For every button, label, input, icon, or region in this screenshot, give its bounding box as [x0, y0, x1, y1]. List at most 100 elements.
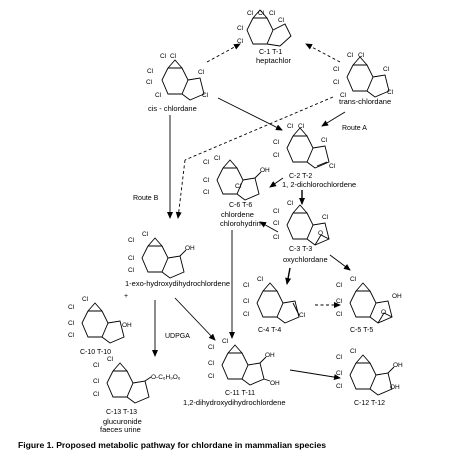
svg-text:Cl: Cl [243, 311, 250, 318]
arrow-oxychlordane-to-c5 [329, 254, 351, 271]
arrow-oxychlordane-to-chlorohydrin [259, 221, 279, 233]
svg-text:Cl: Cl [340, 92, 347, 99]
svg-text:Cl: Cl [147, 68, 154, 75]
svg-text:Cl: Cl [237, 25, 244, 32]
c13-excretion: faeces urine [100, 425, 141, 434]
svg-text:Cl: Cl [128, 255, 135, 262]
svg-text:OH: OH [393, 362, 403, 369]
c12-structure: Cl Cl Cl Cl OH OH [336, 348, 403, 396]
trans-chlordane-structure: Cl Cl Cl Cl Cl Cl Cl [333, 52, 394, 99]
figure-caption: Figure 1. Proposed metabolic pathway for… [18, 440, 326, 450]
c13-name: glucuronide [103, 417, 142, 426]
svg-text:Cl: Cl [222, 338, 229, 345]
svg-text:OH: OH [122, 322, 132, 329]
svg-text:Cl: Cl [333, 79, 340, 86]
svg-text:Cl: Cl [208, 344, 215, 351]
route-a-label: Route A [342, 125, 367, 132]
chlorohydrin-code: C-6 T-6 [229, 202, 252, 209]
svg-text:Cl: Cl [273, 234, 280, 241]
svg-text:Cl: Cl [68, 332, 75, 339]
svg-text:Cl: Cl [93, 378, 100, 385]
svg-text:OH: OH [185, 245, 195, 252]
hydroxydihydro-name: 1-exo-hydroxydihydrochlordene [125, 279, 230, 288]
svg-text:Cl: Cl [142, 231, 149, 238]
arrow-trans-to-hydroxy [184, 96, 334, 161]
c5-code: C-5 T-5 [350, 327, 373, 334]
svg-text:Cl: Cl [387, 89, 394, 96]
arrow-oxychlordane-to-c4 [285, 267, 292, 285]
svg-text:Cl: Cl [93, 362, 100, 369]
dihydroxydihydro-code: C-11 T-11 [225, 390, 255, 397]
svg-text:Cl: Cl [329, 163, 336, 170]
svg-text:Cl: Cl [350, 348, 357, 355]
udpga-label: UDPGA [165, 333, 190, 340]
svg-text:Cl: Cl [336, 298, 343, 305]
chlorohydrin-name-1: chlordene [221, 210, 254, 219]
c13-structure: Cl Cl Cl Cl O-C₆H₉O₆ [93, 356, 181, 404]
svg-text:Cl: Cl [257, 276, 264, 283]
svg-text:Cl: Cl [273, 220, 280, 227]
svg-text:Cl: Cl [235, 183, 242, 190]
route-b-label: Route B [133, 195, 159, 202]
oxychlordane-structure: Cl Cl Cl Cl Cl O [273, 200, 330, 246]
svg-text:Cl: Cl [170, 53, 177, 60]
plus-sign: + [124, 293, 128, 300]
svg-text:Cl: Cl [155, 92, 162, 99]
arrow-cis-to-heptachlor [206, 43, 241, 63]
heptachlor-structure: Cl Cl Cl Cl Cl Cl [237, 9, 292, 47]
oxychlordane-name: oxychlordane [283, 255, 328, 264]
trans-chlordane-name: trans-chlordane [339, 97, 391, 106]
arrow-hydroxy-to-dihydroxy [174, 297, 216, 341]
arrow-dichloro-to-chlorohydrin [269, 177, 284, 188]
c12-code: C-12 T-12 [354, 400, 385, 407]
arrow-trans-to-heptachlor [305, 43, 341, 63]
svg-text:Cl: Cl [202, 92, 209, 99]
svg-text:Cl: Cl [347, 52, 354, 59]
svg-text:Cl: Cl [237, 38, 244, 45]
svg-text:Cl: Cl [273, 152, 280, 159]
svg-text:Cl: Cl [273, 139, 280, 146]
svg-text:Cl: Cl [287, 123, 294, 130]
svg-text:Cl: Cl [68, 304, 75, 311]
svg-text:OH: OH [392, 293, 402, 300]
svg-text:Cl: Cl [336, 383, 343, 390]
c10-structure: Cl Cl Cl Cl OH [68, 296, 132, 344]
svg-text:Cl: Cl [273, 208, 280, 215]
svg-text:O: O [318, 230, 323, 237]
chlorohydrin-name-2: chlorohydrin [220, 219, 261, 228]
arrow-dihydroxy-to-c12 [289, 369, 341, 381]
svg-text:Cl: Cl [243, 282, 250, 289]
oxychlordane-code: C-3 T-3 [289, 246, 312, 253]
svg-text:Cl: Cl [333, 66, 340, 73]
heptachlor-code: C-1 T-1 [259, 49, 282, 56]
svg-text:Cl: Cl [107, 356, 114, 363]
svg-text:Cl: Cl [128, 237, 135, 244]
svg-text:Cl: Cl [321, 137, 328, 144]
svg-text:Cl: Cl [278, 17, 285, 24]
svg-text:OH: OH [260, 167, 270, 174]
c10-code: C-10 T-10 [80, 349, 111, 356]
heptachlor-name: heptachlor [256, 56, 292, 65]
c5-structure: Cl Cl Cl Cl OH O [336, 276, 402, 324]
svg-text:Cl: Cl [336, 354, 343, 361]
svg-text:Cl: Cl [383, 66, 390, 73]
svg-text:Cl: Cl [247, 10, 254, 17]
dichlorochlordene-code: C-2 T-2 [289, 173, 312, 180]
c4-structure: Cl Cl Cl Cl Cl [243, 276, 306, 324]
c4-code: C-4 T-4 [258, 327, 281, 334]
svg-text:Cl: Cl [298, 123, 305, 130]
svg-text:Cl: Cl [203, 159, 210, 166]
svg-text:Cl: Cl [208, 360, 215, 367]
svg-text:Cl: Cl [336, 311, 343, 318]
svg-text:Cl: Cl [299, 312, 306, 319]
dihydroxydihydro-name: 1,2-dihydroxydihydrochlordene [183, 398, 286, 407]
cis-chlordane-structure: Cl Cl Cl Cl Cl Cl Cl [146, 53, 209, 101]
c13-code: C-13 T-13 [106, 409, 137, 416]
svg-text:Cl: Cl [203, 177, 210, 184]
svg-text:Cl: Cl [358, 52, 365, 59]
svg-text:Cl: Cl [322, 214, 329, 221]
svg-text:OH: OH [390, 384, 400, 391]
arrow-cis-to-dichloro [217, 97, 283, 131]
svg-text:Cl: Cl [160, 53, 167, 60]
svg-text:Cl: Cl [336, 370, 343, 377]
